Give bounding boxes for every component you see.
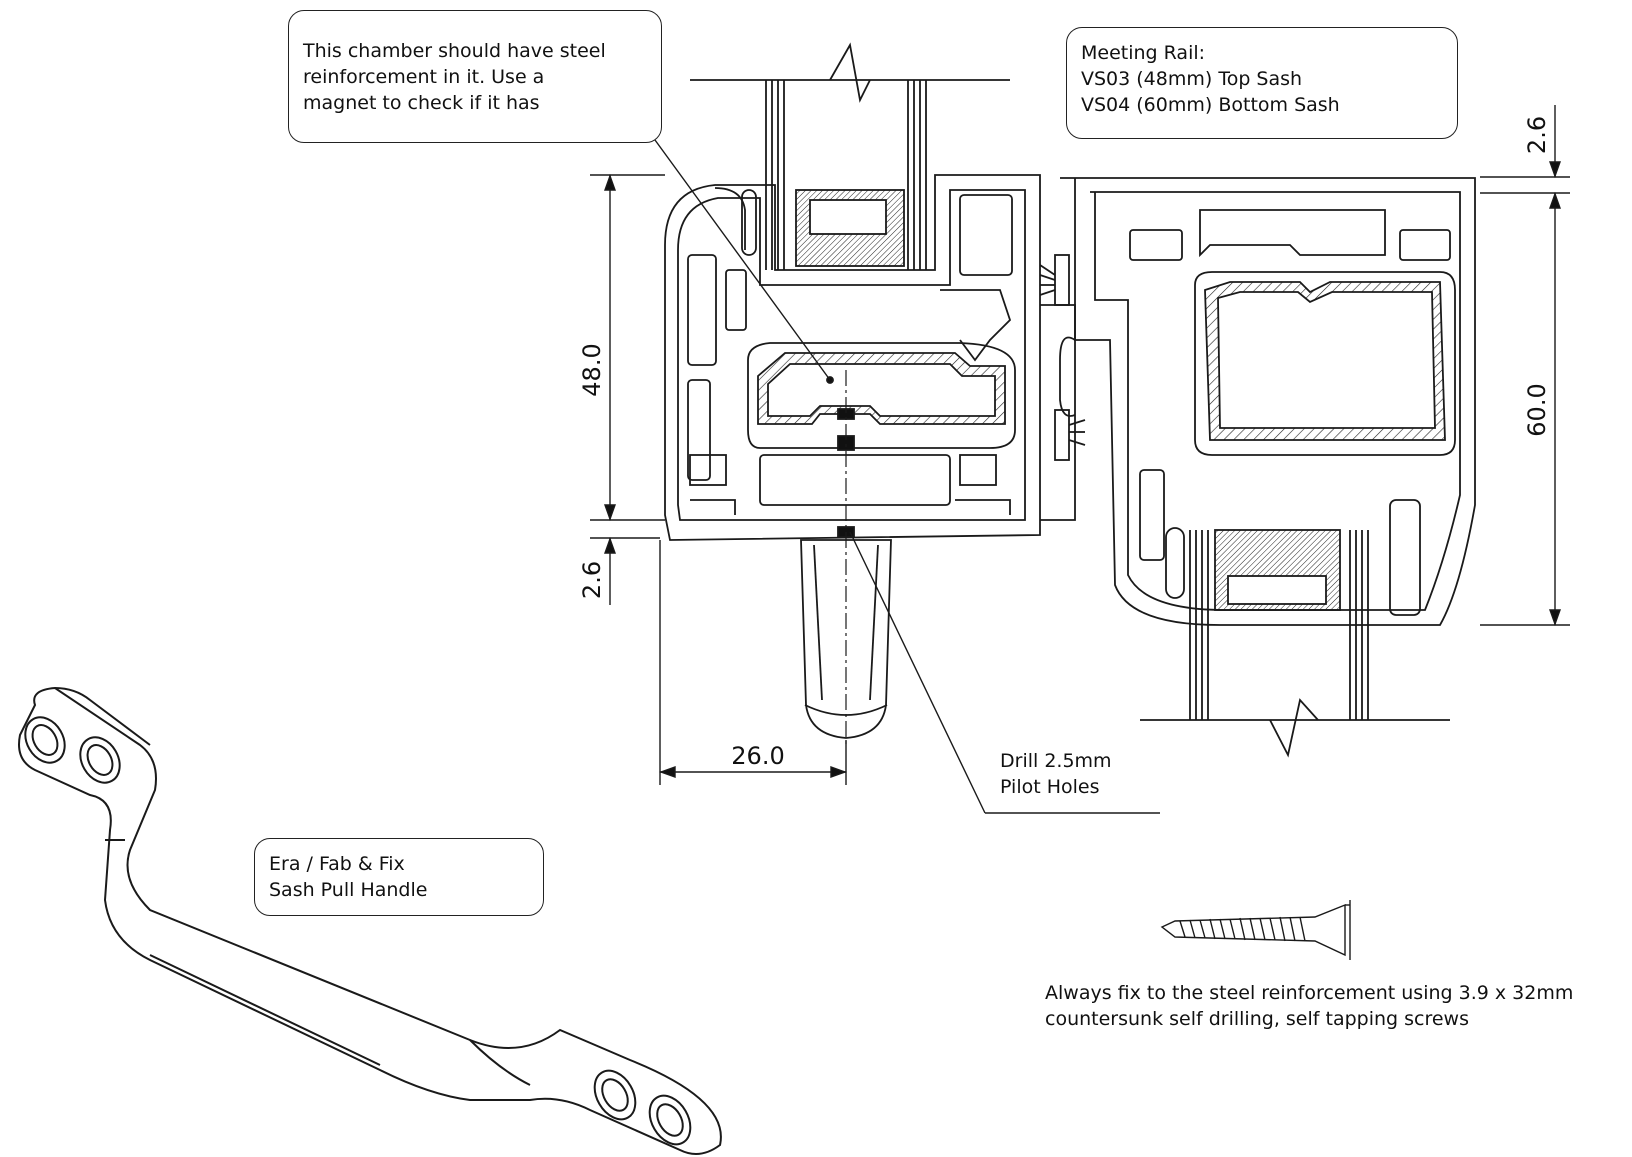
chamber-callout-line-3: magnet to check if it has	[303, 92, 540, 114]
bottom-sash-profile	[1060, 177, 1476, 758]
meeting-rail-seal	[1039, 254, 1086, 521]
meeting-rail-line-3: VS04 (60mm) Bottom Sash	[1081, 94, 1340, 116]
handle-callout-line-1: Era / Fab & Fix	[269, 853, 405, 875]
screw-icon	[1160, 900, 1351, 960]
top-sash-profile	[664, 174, 1041, 745]
chamber-callout: This chamber should have steel reinforce…	[288, 10, 662, 143]
dim-48-label: 48.0	[578, 343, 606, 396]
drill-caption-line-2: Pilot Holes	[1000, 776, 1100, 798]
screw-caption: Always fix to the steel reinforcement us…	[1045, 980, 1573, 1032]
dimension-lines	[590, 105, 1570, 785]
sash-pull-handle	[18, 686, 722, 1155]
top-glass-unit	[690, 42, 1010, 270]
handle-callout-line-2: Sash Pull Handle	[269, 879, 428, 901]
handle-section	[800, 539, 892, 739]
handle-callout: Era / Fab & Fix Sash Pull Handle	[254, 838, 544, 916]
dim-26-label: 26.0	[731, 742, 784, 770]
dim-right-2-6-label: 2.6	[1523, 116, 1551, 154]
meeting-rail-callout: Meeting Rail: VS03 (48mm) Top Sash VS04 …	[1066, 27, 1458, 139]
chamber-callout-line-1: This chamber should have steel	[303, 40, 606, 62]
screw-caption-line-2: countersunk self drilling, self tapping …	[1045, 1008, 1469, 1030]
dim-60-label: 60.0	[1523, 383, 1551, 436]
leader-lines	[654, 139, 1160, 814]
meeting-rail-line-2: VS03 (48mm) Top Sash	[1081, 68, 1303, 90]
screw-caption-line-1: Always fix to the steel reinforcement us…	[1045, 982, 1574, 1004]
drill-caption-line-1: Drill 2.5mm	[1000, 750, 1112, 772]
meeting-rail-line-1: Meeting Rail:	[1081, 42, 1206, 64]
dim-left-2-6-label: 2.6	[578, 561, 606, 599]
drill-caption: Drill 2.5mm Pilot Holes	[1000, 748, 1112, 800]
chamber-callout-line-2: reinforcement in it. Use a	[303, 66, 545, 88]
